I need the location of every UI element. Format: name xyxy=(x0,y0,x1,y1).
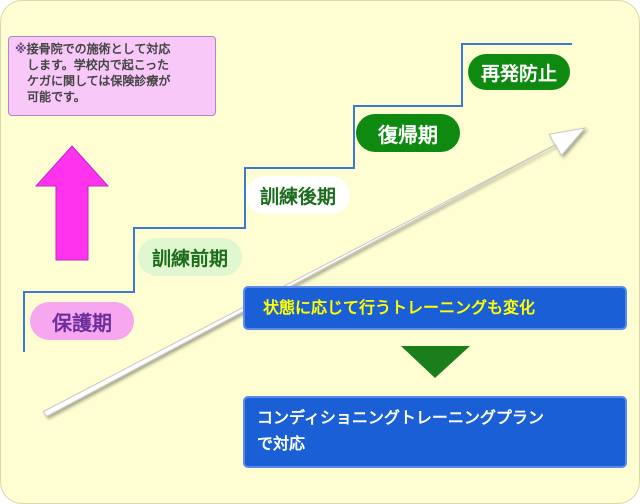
plan-line: で対応 xyxy=(257,434,306,453)
note-line: 接骨院での施術として対応 xyxy=(26,42,171,56)
phase-label: 保護期 xyxy=(52,310,112,335)
plan-line: コンディショニングトレーニングプラン xyxy=(257,408,544,427)
phase-early-training: 訓練前期 xyxy=(138,238,242,276)
conditioning-plan-box: コンディショニングトレーニングプラン で対応 xyxy=(243,396,627,468)
note-line: ケガに関しては保険診療が xyxy=(27,74,171,88)
up-arrow-icon xyxy=(34,145,110,261)
phase-label: 復帰期 xyxy=(378,122,438,147)
phase-return: 復帰期 xyxy=(356,114,460,152)
phase-label: 訓練後期 xyxy=(259,185,336,208)
note-mark: ※ xyxy=(15,42,27,56)
info-note: ※接骨院での施術として対応 します。学校内で起こった ケガに関しては保険診療が … xyxy=(8,36,216,116)
staircase-line xyxy=(23,43,572,352)
note-line: します。学校内で起こった xyxy=(27,58,169,72)
phase-late-training: 訓練後期 xyxy=(246,176,350,214)
phase-recurrence-prevention: 再発防止 xyxy=(468,54,570,90)
down-triangle-icon xyxy=(401,346,470,378)
phase-protection: 保護期 xyxy=(30,302,134,340)
phase-label: 訓練前期 xyxy=(151,247,228,270)
phase-label: 再発防止 xyxy=(480,62,557,85)
note-line: 可能です。 xyxy=(27,90,86,104)
banner-text: 状態に応じて行うトレーニングも変化 xyxy=(263,298,536,317)
training-change-banner: 状態に応じて行うトレーニングも変化 xyxy=(243,286,627,330)
diagonal-arrow-icon xyxy=(42,127,587,418)
